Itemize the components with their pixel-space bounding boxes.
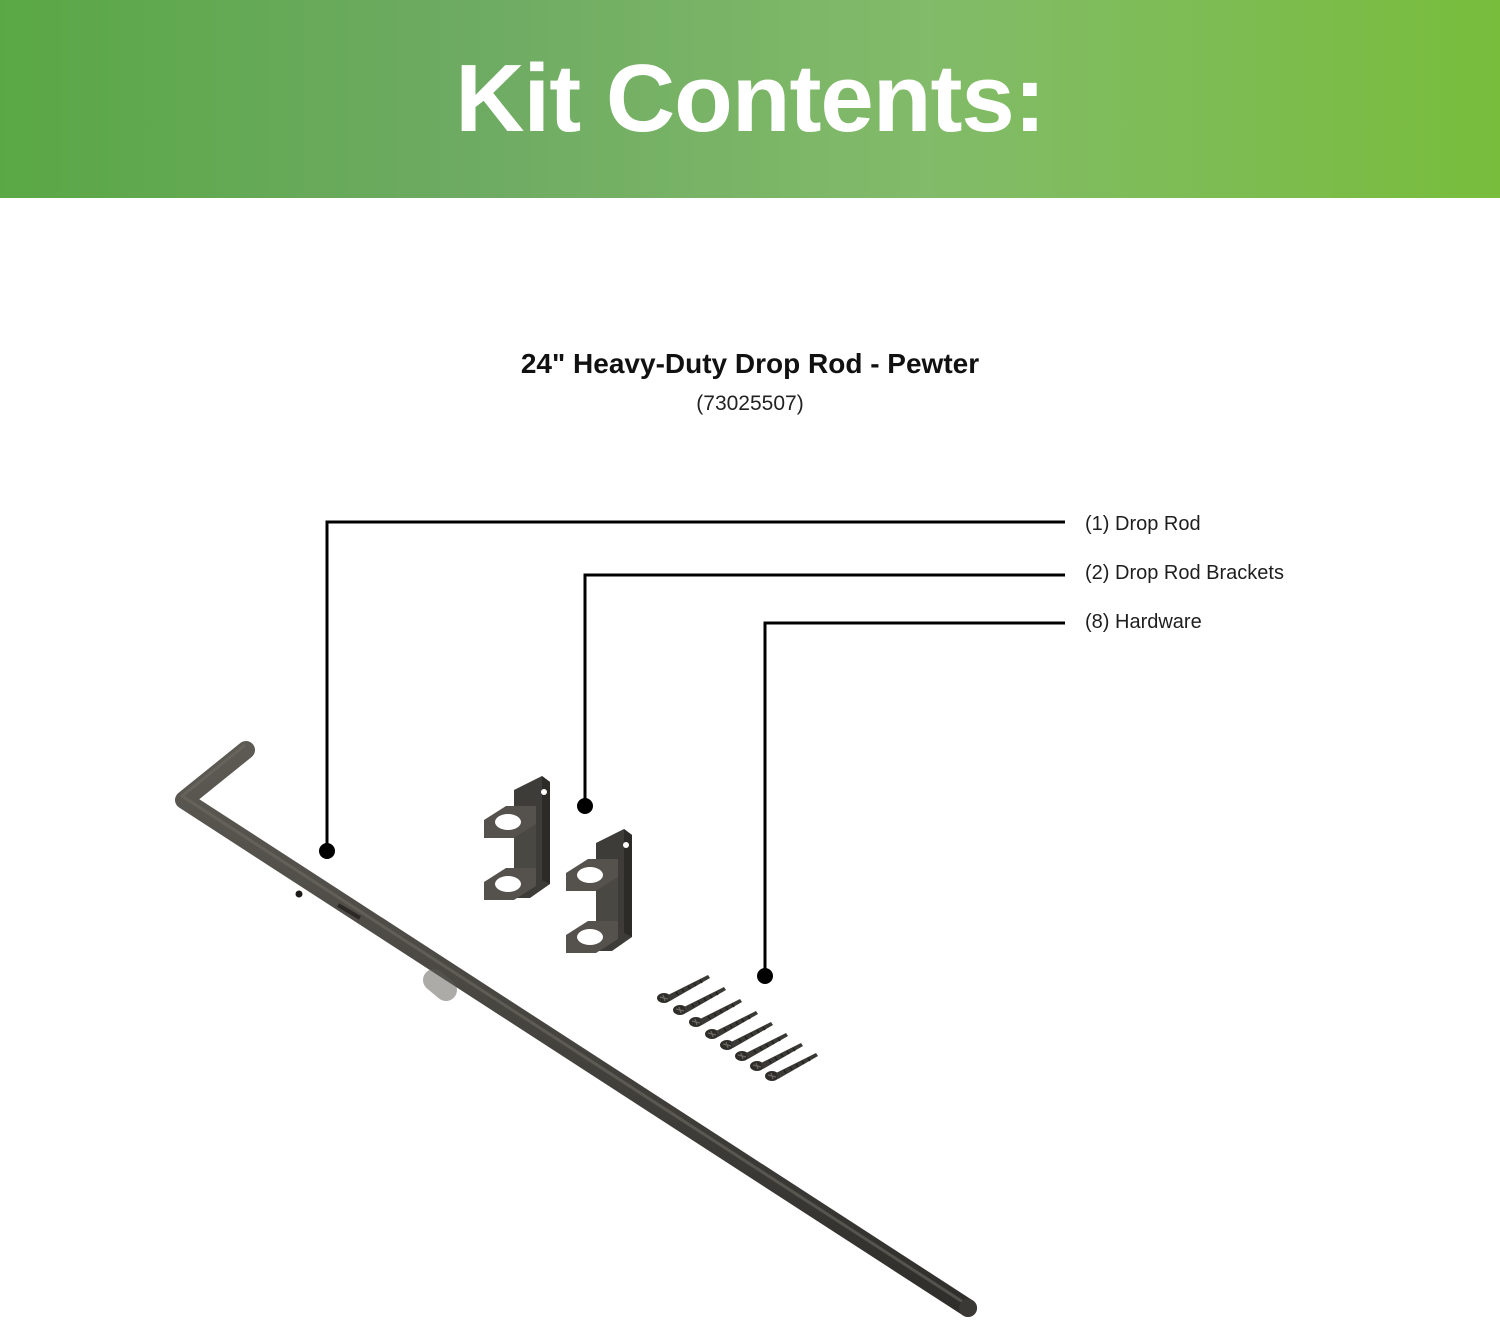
product-sku: (73025507)	[696, 392, 804, 415]
callout-label-drop-rod: (1) Drop Rod	[1085, 513, 1201, 535]
screws-graphic	[656, 974, 819, 1082]
product-title: 24" Heavy-Duty Drop Rod - Pewter	[520, 348, 980, 379]
leader-line-brackets	[577, 573, 1065, 814]
banner-title: Kit Contents:	[455, 45, 1046, 152]
bracket-graphic-1	[484, 776, 550, 900]
bracket-graphic-2	[566, 829, 632, 953]
callout-label-brackets: (2) Drop Rod Brackets	[1085, 562, 1284, 584]
drop-rod-graphic	[175, 741, 977, 1317]
leader-line-drop-rod	[319, 520, 1065, 859]
callout-label-hardware: (8) Hardware	[1085, 611, 1202, 633]
kit-contents-banner: Kit Contents:	[0, 0, 1500, 198]
leader-line-hardware	[757, 621, 1065, 984]
